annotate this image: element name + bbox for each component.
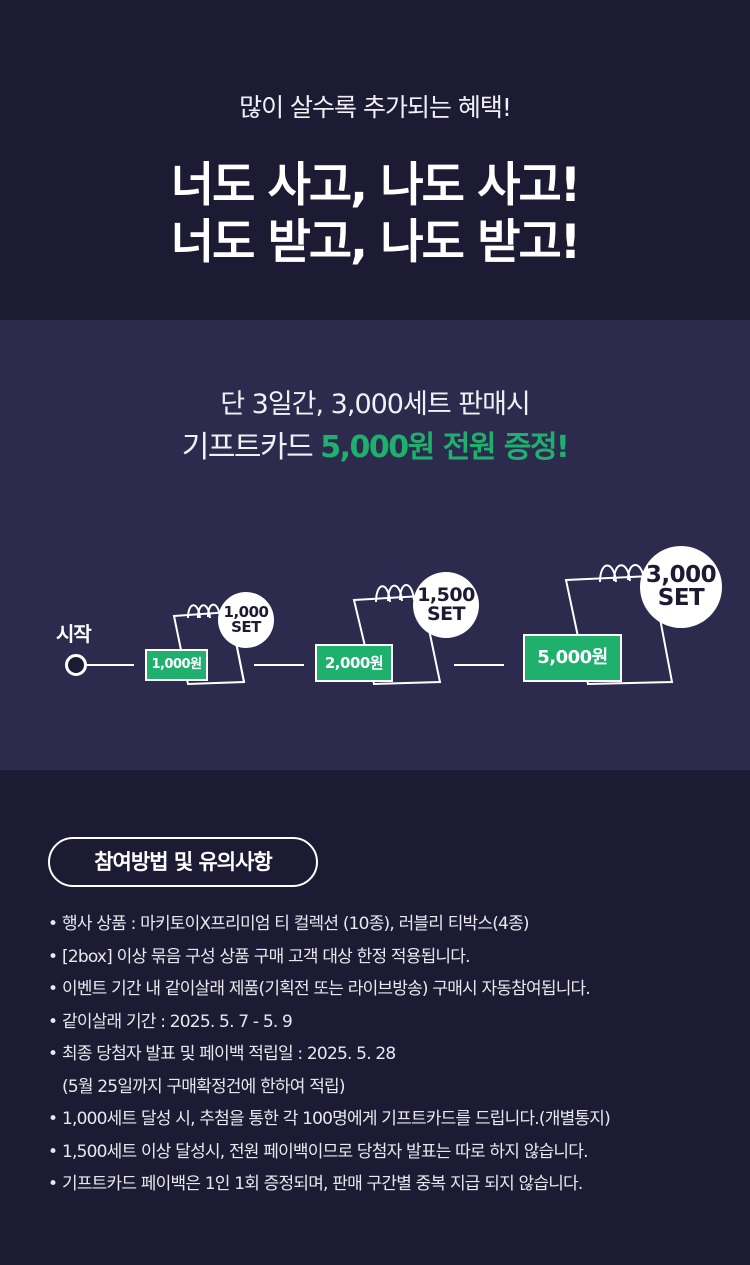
- stage-3-count-badge: 3,000 SET: [640, 546, 722, 628]
- stage-3-amount-tag: 5,000원: [523, 634, 622, 682]
- stage-2-unit: SET: [426, 603, 466, 625]
- bullet-icon: •: [48, 1174, 58, 1194]
- notice-item-1: •행사 상품 : 마키토이X프리미엄 티 컬렉션 (10종), 러블리 티박스(…: [48, 908, 728, 941]
- notice-item-5: •최종 당첨자 발표 및 페이백 적립일 : 2025. 5. 28 (5월 25…: [48, 1038, 728, 1103]
- bullet-icon: •: [48, 1109, 58, 1129]
- notice-section: 참여방법 및 유의사항 •행사 상품 : 마키토이X프리미엄 티 컬렉션 (10…: [0, 770, 750, 1265]
- hero-title-line-1: 너도 사고, 나도 사고!: [170, 158, 581, 213]
- notice-item-text: 최종 당첨자 발표 및 페이백 적립일 : 2025. 5. 28: [62, 1044, 396, 1064]
- promo-line-2: 기프트카드 5,000원 전원 증정!: [0, 422, 750, 466]
- progress-connector: [254, 664, 304, 666]
- stage-1-unit: SET: [231, 618, 261, 636]
- progress-connector: [454, 664, 504, 666]
- promo-section: 단 3일간, 3,000세트 판매시 기프트카드 5,000원 전원 증정! 시…: [0, 320, 750, 770]
- bullet-icon: •: [48, 979, 58, 999]
- notice-item-2: •[2box] 이상 묶음 구성 상품 구매 고객 대상 한정 적용됩니다.: [48, 941, 728, 974]
- notice-item-text: 1,000세트 달성 시, 추첨을 통한 각 100명에게 기프트카드를 드립니…: [62, 1109, 611, 1129]
- notice-item-4: •같이살래 기간 : 2025. 5. 7 - 5. 9: [48, 1006, 728, 1039]
- stage-3-count: 3,000: [645, 562, 717, 588]
- stage-1-count-badge: 1,000 SET: [218, 592, 274, 648]
- bullet-icon: •: [48, 946, 58, 967]
- notice-item-text: 행사 상품 : 마키토이X프리미엄 티 컬렉션 (10종), 러블리 티박스(4…: [62, 914, 530, 934]
- notice-item-text: 이벤트 기간 내 같이살래 제품(기획전 또는 라이브방송) 구매시 자동참여됩…: [62, 979, 591, 999]
- notice-title-pill: 참여방법 및 유의사항: [48, 837, 318, 887]
- bullet-icon: •: [48, 1044, 58, 1064]
- notice-item-8: •기프트카드 페이백은 1인 1회 증정되며, 판매 구간별 중복 지급 되지 …: [48, 1168, 728, 1201]
- progress-connector: [84, 664, 134, 666]
- hero-kicker: 많이 살수록 추가되는 혜택!: [239, 93, 512, 122]
- bullet-icon: •: [48, 1011, 58, 1032]
- promo-line-2-prefix: 기프트카드: [181, 430, 321, 465]
- notice-item-text: 기프트카드 페이백은 1인 1회 증정되며, 판매 구간별 중복 지급 되지 않…: [62, 1174, 583, 1194]
- stage-2-count-badge: 1,500 SET: [413, 572, 479, 638]
- stage-3-unit: SET: [657, 585, 705, 611]
- start-label: 시작: [56, 622, 92, 646]
- stage-1-amount-tag: 1,000원: [145, 649, 208, 681]
- promo-line-1: 단 3일간, 3,000세트 판매시: [220, 389, 531, 420]
- hero-section: 많이 살수록 추가되는 혜택! 너도 사고, 나도 사고! 너도 받고, 나도 …: [0, 0, 750, 320]
- notice-item-6: •1,000세트 달성 시, 추첨을 통한 각 100명에게 기프트카드를 드립…: [48, 1103, 728, 1136]
- stage-2-amount-tag: 2,000원: [315, 644, 393, 682]
- hero-title-line-2: 너도 받고, 나도 받고!: [170, 215, 581, 270]
- promo-highlight: 5,000원 전원 증정!: [320, 430, 569, 465]
- bullet-icon: •: [48, 914, 58, 934]
- notice-item-7: •1,500세트 이상 달성시, 전원 페이백이므로 당첨자 발표는 따로 하지…: [48, 1136, 728, 1169]
- notice-item-3: •이벤트 기간 내 같이살래 제품(기획전 또는 라이브방송) 구매시 자동참여…: [48, 973, 728, 1006]
- notice-item-text: [2box] 이상 묶음 구성 상품 구매 고객 대상 한정 적용됩니다.: [62, 946, 471, 967]
- notice-item-5-sub: (5월 25일까지 구매확정건에 한하여 적립): [62, 1076, 346, 1097]
- stage-1-count: 1,000: [223, 603, 269, 621]
- notice-item-text: 같이살래 기간 : 2025. 5. 7 - 5. 9: [62, 1011, 293, 1032]
- notice-list: •행사 상품 : 마키토이X프리미엄 티 컬렉션 (10종), 러블리 티박스(…: [48, 908, 728, 1201]
- bullet-icon: •: [48, 1141, 58, 1162]
- notice-item-text: 1,500세트 이상 달성시, 전원 페이백이므로 당첨자 발표는 따로 하지 …: [62, 1141, 588, 1162]
- stage-2-count: 1,500: [417, 584, 475, 606]
